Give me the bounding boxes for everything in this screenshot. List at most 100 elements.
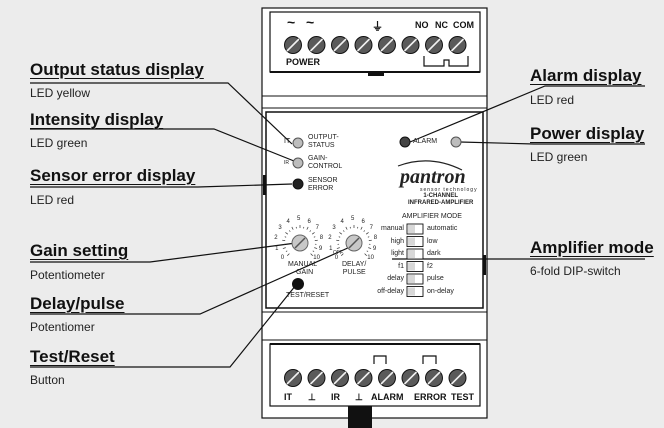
dial-tick: [314, 247, 318, 249]
led-output-status: [292, 137, 304, 149]
dip-label-right: on-delay: [427, 287, 454, 295]
brand-logo: pantron: [400, 166, 466, 188]
dip-label-right: low: [427, 237, 438, 245]
leader-delay: [30, 246, 351, 315]
dial-tick: [363, 230, 365, 232]
callout-power-sub: LED green: [530, 150, 588, 164]
label-it: IT: [284, 138, 291, 145]
dial-tick: [313, 236, 316, 238]
top-screw-0: [284, 36, 302, 54]
brand-tagline: sensor technology: [420, 187, 478, 193]
dip-switch-lever: [408, 275, 415, 283]
amp-mode-title: AMPLIFIER MODE: [402, 213, 462, 220]
dial-delay-number: 10: [367, 255, 374, 262]
dial-tick: [341, 253, 344, 256]
dial-tick: [339, 232, 343, 235]
label-no: NO: [415, 20, 429, 30]
bottom-screw-1: [307, 369, 326, 387]
dial-tick: [312, 250, 315, 252]
label-ir: IR: [284, 160, 289, 166]
label-delay-pulse: DELAY/PULSE: [342, 261, 367, 276]
label-delay-off: OFF: [333, 250, 343, 256]
dip-switch-lever: [408, 237, 415, 246]
dip-label-right: dark: [427, 250, 441, 257]
symbol-ac-1: ~: [287, 14, 296, 30]
dip-switch-lever: [408, 262, 415, 271]
dial-tick: [360, 226, 363, 230]
dial-gain-number: 8: [319, 235, 324, 242]
dip-switch-lever: [408, 225, 415, 233]
label-alarm: ALARM: [413, 138, 438, 145]
dial-delay-number: 2: [328, 235, 332, 242]
dial-tick: [310, 253, 313, 256]
top-screw-6: [425, 36, 443, 54]
top-screw-2: [331, 36, 349, 54]
dial-tick: [284, 236, 287, 238]
top-screw-1: [307, 36, 326, 54]
bottom-terminal-block: [269, 343, 481, 407]
label-gain-control: GAIN-CONTROL: [308, 155, 343, 170]
dial-delay-number: 0: [334, 255, 339, 262]
alarm-relay-bracket: [373, 355, 387, 364]
dip-label-left: manual: [381, 225, 404, 232]
callout-intensity-title: Intensity display: [30, 110, 164, 129]
callout-alarm-title: Alarm display: [530, 66, 642, 85]
dip-label-left: off-delay: [377, 287, 404, 295]
top-screws: [284, 36, 467, 54]
dial-delay-number: 5: [351, 216, 355, 222]
dial-delay-number: 6: [361, 218, 365, 225]
bottom-screw-4: [378, 369, 396, 387]
label-power: POWER: [286, 57, 321, 67]
dial-tick: [306, 226, 309, 230]
dial-gain-number: 3: [278, 225, 282, 232]
dial-tick: [282, 247, 286, 249]
callout-delay-sub: Potentiomer: [30, 320, 95, 334]
dial-gain-number: 2: [274, 235, 278, 242]
callout-gain-sub: Potentiometer: [30, 268, 105, 282]
dial-slot: [294, 237, 306, 249]
leader-output-status: [30, 82, 293, 145]
dial-delay-number: 8: [373, 235, 378, 242]
bottom-label-gnd-2: ⊥: [355, 392, 363, 402]
bottom-screw-0: [284, 369, 302, 387]
top-screw-4: [378, 36, 396, 54]
led-sensor-error: [292, 178, 304, 190]
bottom-screws: [284, 369, 467, 387]
top-clip: [368, 72, 384, 76]
callout-amplifier-mode-sub: 6-fold DIP-switch: [530, 264, 621, 278]
dial-gain-number: 9: [318, 246, 323, 253]
leader-test: [30, 284, 297, 368]
gain-potentiometer[interactable]: [282, 225, 318, 256]
dip-switch[interactable]: [406, 223, 424, 297]
bottom-label-test: TEST: [451, 392, 475, 402]
dial-tick: [365, 232, 369, 235]
callout-output-status-title: Output status display: [30, 60, 204, 79]
dial-delay-number: 1: [329, 246, 333, 253]
top-screw-5: [401, 36, 420, 54]
dial-gain-number: 0: [280, 255, 285, 262]
bottom-screw-6: [425, 369, 443, 387]
dial-tick: [338, 236, 341, 238]
leader-intensity: [30, 128, 295, 162]
led-alarm: [399, 136, 411, 148]
dial-tick: [285, 232, 289, 235]
dial-tick: [343, 230, 345, 232]
dip-switch-lever: [408, 287, 415, 296]
side-slot-right: [483, 255, 486, 275]
din-clip: [348, 406, 372, 428]
dial-tick: [366, 250, 369, 252]
top-terminal-block: [269, 11, 481, 73]
relay-bracket: [423, 56, 469, 67]
symbol-ac-2: ~: [306, 14, 315, 30]
delay-potentiometer[interactable]: [336, 225, 372, 256]
dial-gain-number: 4: [286, 218, 290, 225]
dial-gain-number: 7: [315, 225, 319, 232]
dial-slot: [348, 237, 360, 249]
dip-label-right: f2: [427, 262, 433, 270]
brand-swoosh: [397, 160, 463, 171]
test-reset-button[interactable]: [292, 278, 304, 290]
dial-delay-number: 9: [372, 246, 377, 253]
dial-tick: [339, 250, 342, 252]
